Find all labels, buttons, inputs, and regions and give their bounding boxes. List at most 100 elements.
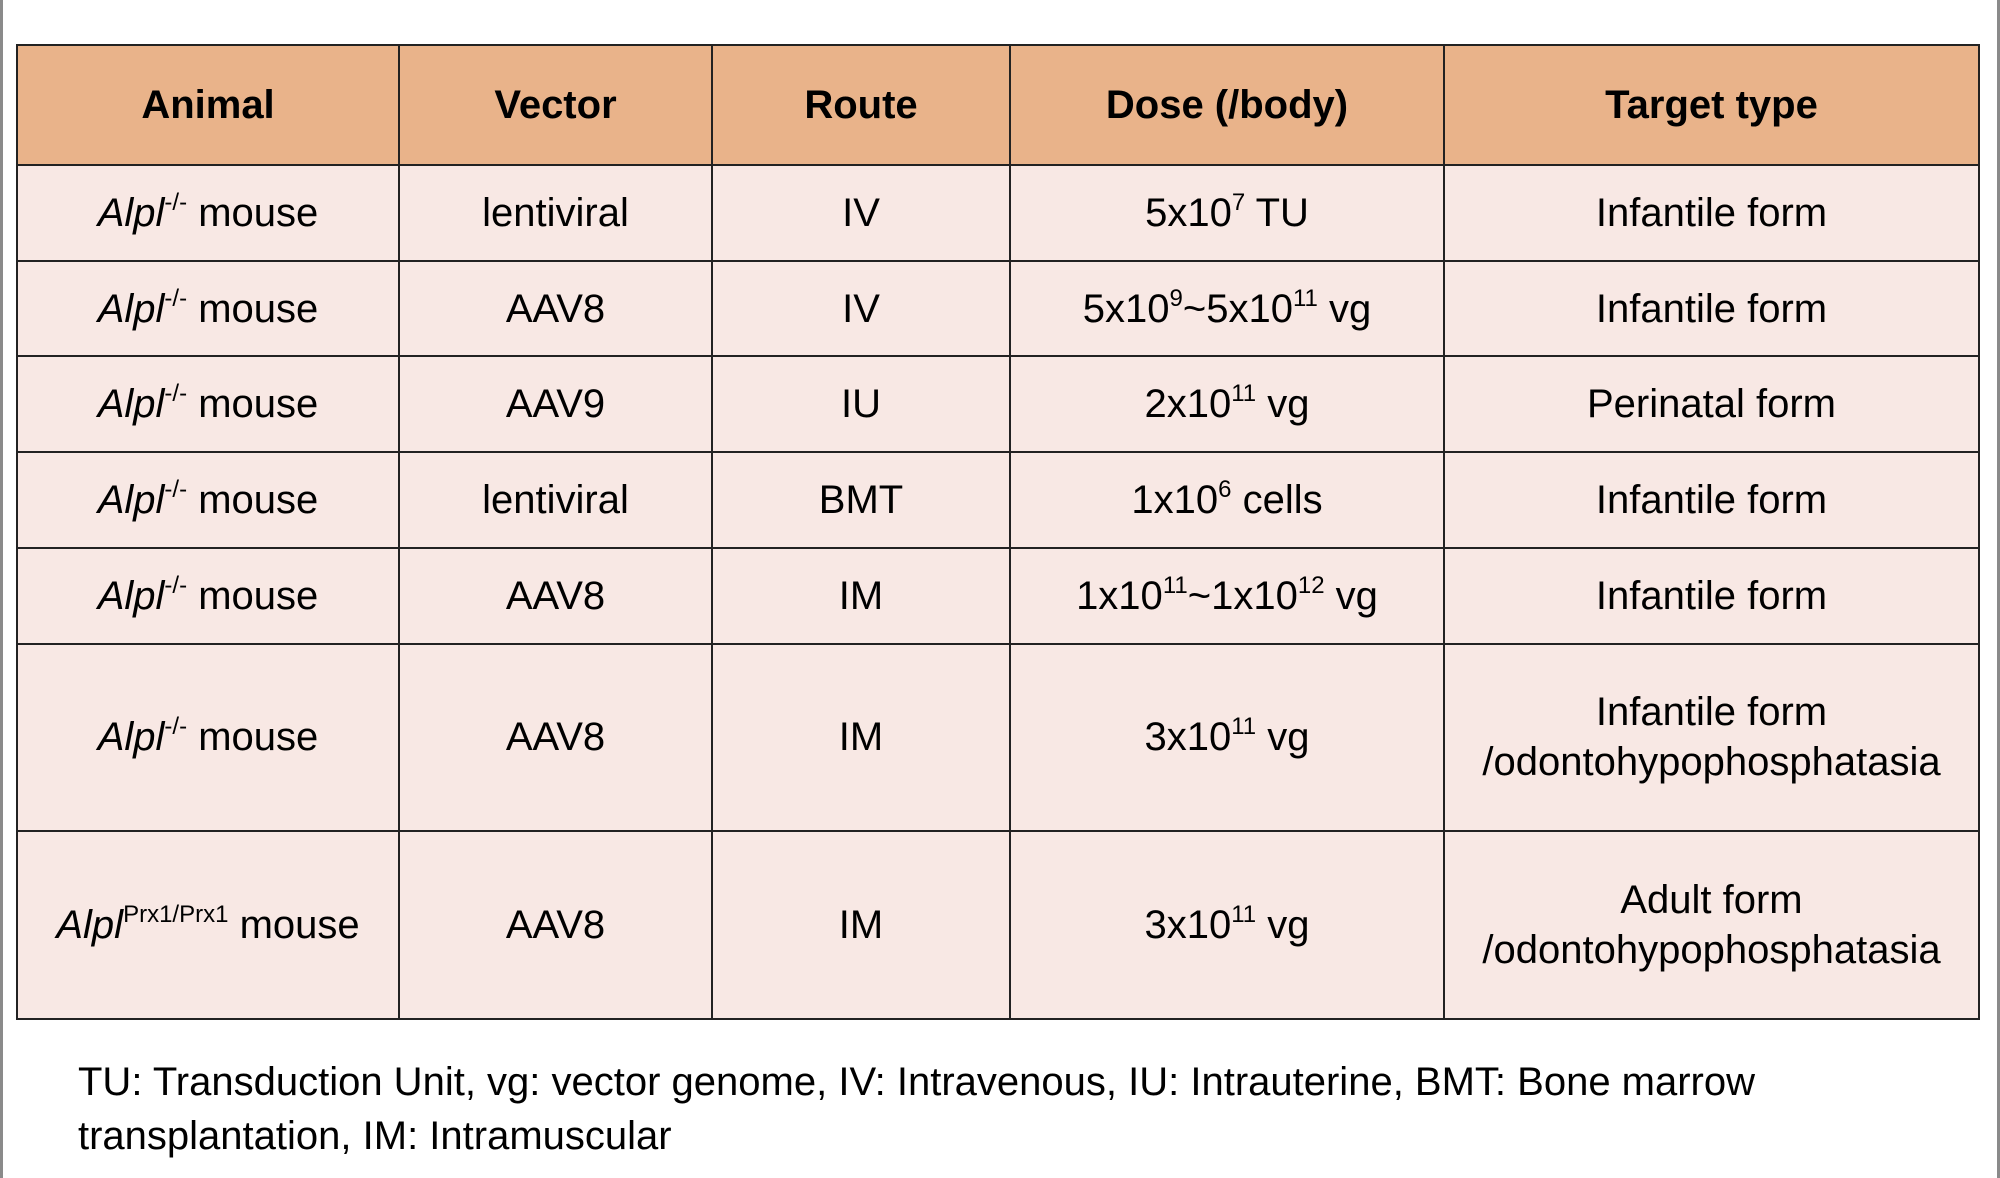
species-name: mouse — [198, 286, 319, 331]
cell-animal: Alpl-/- mouse — [16, 451, 400, 549]
right-border — [1997, 0, 2000, 1178]
dose-unit: vg — [1267, 382, 1310, 427]
target-type-line: Infantile form — [1595, 690, 1828, 735]
dose-unit: vg — [1335, 573, 1378, 618]
genotype-superscript: -/- — [164, 380, 188, 408]
cell-vector: lentiviral — [398, 164, 713, 262]
cell-dose: 3x1011 vg — [1009, 830, 1445, 1020]
cell-vector: AAV8 — [398, 546, 713, 645]
target-type-line: Infantile form — [1595, 190, 1828, 235]
species-name: mouse — [198, 715, 319, 760]
dose-exponent: 11 — [1231, 901, 1257, 929]
gene-therapy-table: Animal Vector Route Dose (/body) Target … — [16, 44, 1980, 1020]
dose-upper-exponent: 11 — [1292, 284, 1318, 312]
cell-animal: Alpl-/- mouse — [16, 642, 400, 833]
dose-unit: cells — [1242, 477, 1323, 522]
species-name: mouse — [198, 382, 319, 427]
left-border — [0, 0, 3, 1178]
dose-unit: vg — [1267, 903, 1310, 948]
header-animal: Animal — [16, 44, 400, 166]
genotype-superscript: -/- — [164, 188, 188, 216]
genotype-superscript: -/- — [164, 284, 188, 312]
dose-exponent: 9 — [1169, 284, 1183, 312]
gene-name: Alpl — [97, 477, 165, 522]
dose-upper-base: 1x10 — [1211, 573, 1298, 618]
species-name: mouse — [198, 573, 319, 618]
gene-name: Alpl — [97, 715, 165, 760]
dose-exponent: 6 — [1218, 475, 1232, 503]
dose-unit: vg — [1329, 286, 1372, 331]
species-name: mouse — [239, 903, 360, 948]
cell-target-type: Infantile form/odontohypophosphatasia — [1443, 642, 1980, 833]
cell-dose: 1x1011~1x1012 vg — [1009, 546, 1445, 645]
genotype-superscript: -/- — [164, 571, 188, 599]
cell-target-type: Infantile form — [1443, 546, 1980, 645]
target-type-line: /odontohypophosphatasia — [1482, 740, 1941, 785]
cell-animal: Alpl-/- mouse — [16, 546, 400, 645]
cell-route: IV — [711, 164, 1011, 262]
target-type-line: Infantile form — [1595, 477, 1828, 522]
dose-base: 5x10 — [1145, 190, 1232, 235]
target-type-line: Adult form — [1620, 878, 1803, 923]
gene-name: Alpl — [97, 573, 165, 618]
cell-dose: 3x1011 vg — [1009, 642, 1445, 833]
cell-route: IM — [711, 830, 1011, 1020]
target-type-line: /odontohypophosphatasia — [1482, 928, 1941, 973]
dose-base: 3x10 — [1144, 715, 1232, 760]
dose-base: 5x10 — [1082, 286, 1170, 331]
dose-base: 1x10 — [1076, 573, 1163, 618]
cell-animal: AlplPrx1/Prx1 mouse — [16, 830, 400, 1020]
dose-base: 1x10 — [1131, 477, 1219, 522]
cell-route: IM — [711, 642, 1011, 833]
cell-vector: AAV8 — [398, 642, 713, 833]
dose-upper-base: 5x10 — [1206, 286, 1293, 331]
gene-name: Alpl — [97, 382, 165, 427]
dose-exponent: 11 — [1231, 380, 1257, 408]
cell-vector: AAV8 — [398, 259, 713, 358]
gene-name: Alpl — [97, 190, 165, 235]
cell-dose: 2x1011 vg — [1009, 355, 1445, 454]
target-type-line: Infantile form — [1595, 573, 1828, 618]
gene-name: Alpl — [97, 286, 165, 331]
dose-unit: TU — [1255, 190, 1309, 235]
dose-exponent: 11 — [1231, 713, 1257, 741]
genotype-superscript: -/- — [164, 713, 188, 741]
cell-target-type: Infantile form — [1443, 451, 1980, 549]
cell-route: IU — [711, 355, 1011, 454]
header-vector: Vector — [398, 44, 713, 166]
genotype-superscript: -/- — [164, 475, 188, 503]
cell-route: BMT — [711, 451, 1011, 549]
target-type-line: Infantile form — [1595, 286, 1828, 331]
genotype-superscript: Prx1/Prx1 — [123, 901, 229, 929]
table-header-row: Animal Vector Route Dose (/body) Target … — [16, 44, 1980, 166]
species-name: mouse — [198, 190, 319, 235]
header-target-type: Target type — [1443, 44, 1980, 166]
dose-unit: vg — [1267, 715, 1310, 760]
footnote-line-1: TU: Transduction Unit, vg: vector genome… — [78, 1060, 1756, 1104]
cell-animal: Alpl-/- mouse — [16, 164, 400, 262]
cell-route: IV — [711, 259, 1011, 358]
cell-target-type: Infantile form — [1443, 259, 1980, 358]
header-route: Route — [711, 44, 1011, 166]
species-name: mouse — [198, 477, 319, 522]
dose-base: 2x10 — [1144, 382, 1232, 427]
cell-dose: 5x107 TU — [1009, 164, 1445, 262]
cell-target-type: Infantile form — [1443, 164, 1980, 262]
cell-route: IM — [711, 546, 1011, 645]
cell-target-type: Adult form/odontohypophosphatasia — [1443, 830, 1980, 1020]
target-type-line: Perinatal form — [1587, 382, 1836, 427]
cell-vector: AAV9 — [398, 355, 713, 454]
dose-exponent: 7 — [1231, 188, 1246, 216]
dose-exponent: 11 — [1162, 571, 1188, 599]
footnote: TU: Transduction Unit, vg: vector genome… — [78, 1055, 1938, 1163]
header-dose: Dose (/body) — [1009, 44, 1445, 166]
dose-base: 3x10 — [1144, 903, 1232, 948]
